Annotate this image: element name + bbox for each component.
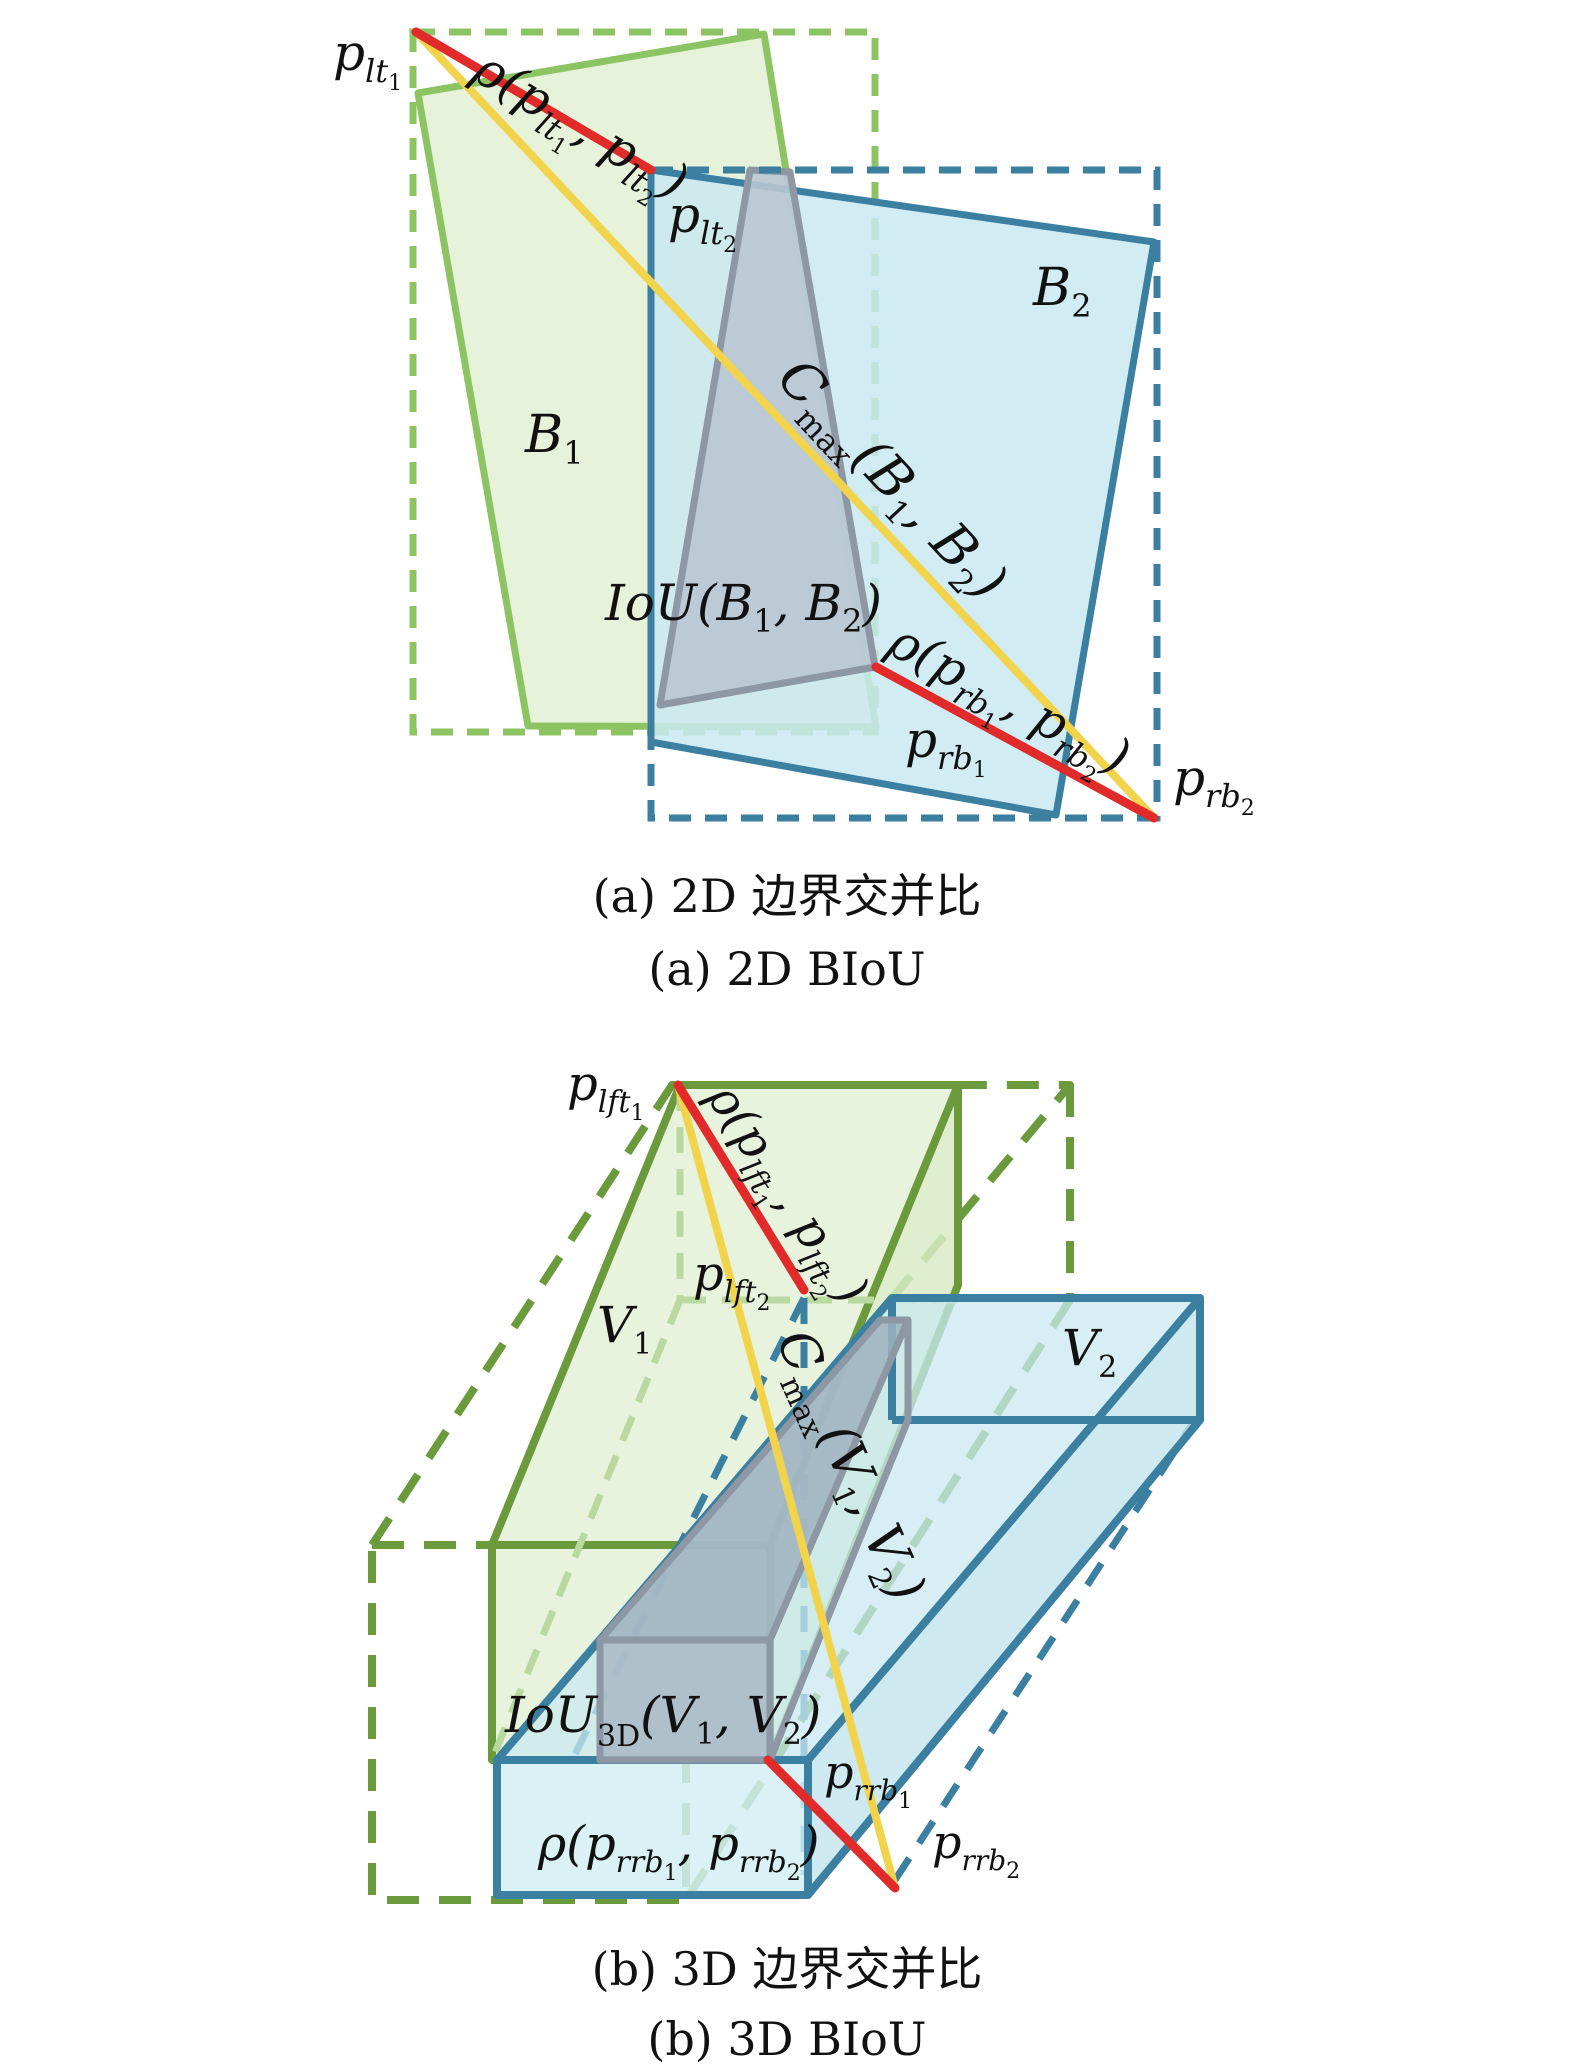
label-p-rrb1: prrb1	[824, 1745, 912, 1814]
panel-2d: plt1 ρ(plt1, plt2) plt2 B1 B2 Cmax(B1, B…	[333, 24, 1255, 996]
label-iou-3d: IoU3D(V1, V2)	[504, 1686, 821, 1754]
rho-lft-line	[673, 1080, 809, 1295]
cmax-diagonal-line-3d	[674, 1081, 899, 1892]
label-v2: V2	[1062, 1319, 1117, 1385]
rho-rb-line	[871, 662, 1159, 823]
cmax-diagonal-line	[412, 28, 1158, 822]
caption-2d-cn: (a) 2D 边界交并比	[593, 869, 982, 923]
label-p-lft2: plft2	[693, 1246, 771, 1316]
caption-3d-en: (b) 3D BIoU	[647, 2012, 926, 2066]
rho-rrb-line	[763, 1755, 900, 1893]
label-p-lt1: plt1	[333, 24, 402, 96]
label-p-rb1: prb1	[905, 711, 987, 783]
label-p-lft1: plft1	[567, 1056, 645, 1126]
caption-3d-cn: (b) 3D 边界交并比	[592, 1942, 983, 1996]
label-iou: IoU(B1, B2)	[604, 574, 882, 640]
label-p-rrb2: prrb2	[932, 1815, 1020, 1884]
label-v1: V1	[597, 1296, 652, 1362]
panel-3d: plft1 ρ(plft1, plft2) plft2 V1 V2 Cmax(V…	[368, 1056, 1204, 2066]
label-rho-rrb: ρ(prrb1, prrb2)	[537, 1816, 819, 1886]
label-p-lt2: plt2	[668, 186, 737, 258]
b2-enclosing-dashed-box	[647, 166, 1161, 822]
intersection-volume	[596, 1316, 912, 1764]
label-b2: B2	[1032, 258, 1092, 325]
caption-2d-en: (a) 2D BIoU	[648, 942, 925, 996]
label-b1: B1	[524, 405, 584, 472]
label-p-rb2: prb2	[1173, 749, 1255, 821]
rho-lt-line	[411, 27, 656, 175]
